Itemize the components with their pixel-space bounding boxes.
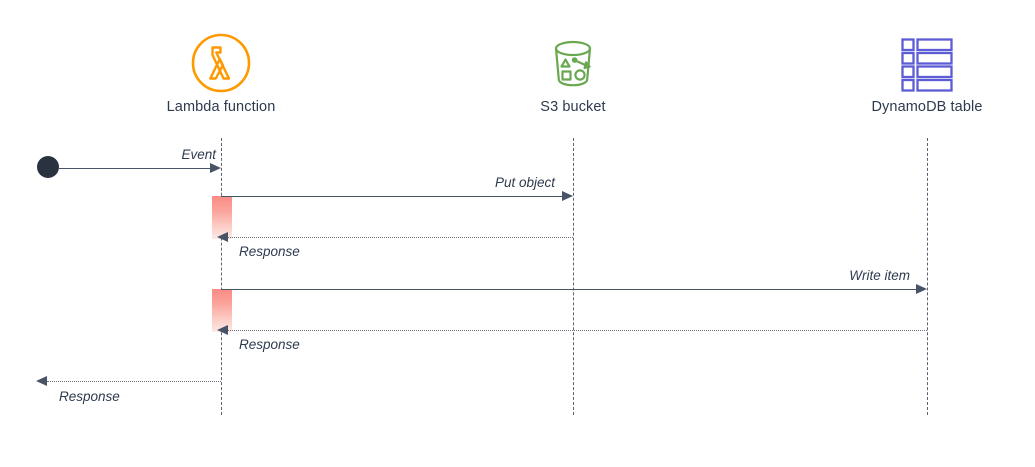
aws-lambda-icon [111,28,331,98]
message-line-response-s3 [228,237,573,238]
message-label-put-object: Put object [494,175,555,190]
message-line-put-object [221,196,568,197]
arrow-head-response-caller [36,375,47,386]
lifeline-s3 [573,138,574,415]
lifeline-dynamodb [927,138,928,415]
participant-label-lambda: Lambda function [166,99,276,115]
message-label-response-caller: Response [59,389,120,404]
arrow-head-write-item [916,283,927,294]
participant-dynamodb[interactable]: DynamoDB table [817,28,1035,116]
arrow-head-event [210,162,221,173]
start-dot [37,156,59,178]
participant-lambda[interactable]: Lambda function [111,28,331,116]
message-line-response-caller [47,381,221,382]
message-line-event [58,168,216,169]
aws-s3-bucket-icon [463,28,683,98]
message-label-response-s3: Response [239,244,300,259]
message-line-response-dynamodb [228,330,927,331]
participant-s3[interactable]: S3 bucket [463,28,683,116]
message-line-write-item [221,289,922,290]
message-label-event: Event [181,147,216,162]
message-label-response-dynamodb: Response [239,337,300,352]
message-label-write-item: Write item [849,268,910,283]
arrow-head-response-s3 [217,231,228,242]
lifeline-lambda [221,138,222,415]
activation-1 [212,196,232,239]
aws-dynamodb-table-icon [817,28,1035,98]
activation-2 [212,289,232,332]
participant-label-s3: S3 bucket [540,99,606,115]
arrow-head-put-object [562,190,573,201]
participant-label-dynamodb: DynamoDB table [871,99,983,115]
arrow-head-response-dynamodb [217,324,228,335]
